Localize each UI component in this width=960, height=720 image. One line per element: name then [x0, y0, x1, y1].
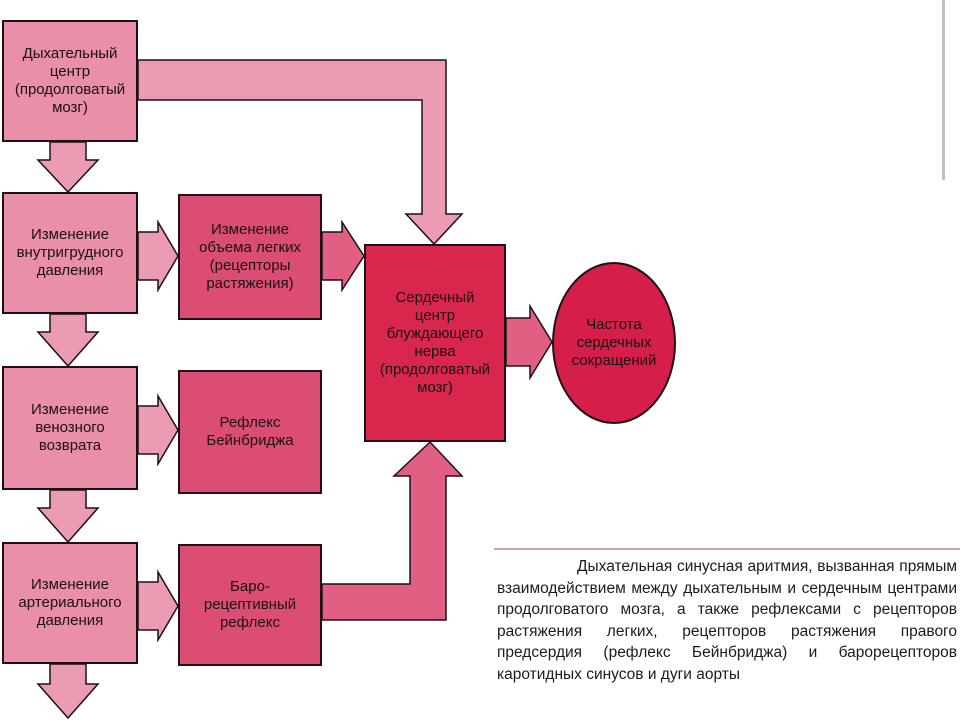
arrow-respiratory-to-vagus — [137, 59, 464, 246]
caption-divider — [494, 548, 960, 550]
vagus-cardiac-center-box: Сердечный центр блуждающего нерва (продо… — [364, 244, 506, 442]
figure-caption: Дыхательная синусная аритмия, вызванная … — [497, 558, 957, 683]
bainbridge-reflex-box: Рефлекс Бейнбриджа — [178, 370, 322, 494]
arrow-down-3 — [36, 489, 100, 544]
arrow-vagus-to-heart-rate — [505, 303, 553, 381]
arrow-right-row3 — [137, 569, 179, 643]
arrow-right-row1 — [137, 219, 179, 293]
arrow-right-to-center — [321, 219, 365, 293]
venous-return-box: Изменение венозного возврата — [2, 366, 138, 490]
arterial-pressure-box: Изменение артериального давления — [2, 542, 138, 664]
arrow-down-2 — [36, 313, 100, 368]
arrow-down-1 — [36, 141, 100, 194]
intrathoracic-pressure-box: Изменение внутригрудного давления — [2, 192, 138, 314]
arrow-down-4 — [36, 663, 100, 720]
heart-rate-oval: Частота сердечных сокращений — [552, 262, 676, 424]
lung-volume-box: Изменение объема легких (рецепторы растя… — [178, 194, 322, 320]
arrow-baroreflex-to-vagus — [321, 440, 464, 621]
respiratory-center-box: Дыхательный центр (продолговатый мозг) — [2, 20, 138, 142]
baroreceptor-reflex-box: Баро- рецептивный рефлекс — [178, 544, 322, 666]
arrow-right-row2 — [137, 393, 179, 467]
page-edge-line — [942, 0, 945, 180]
